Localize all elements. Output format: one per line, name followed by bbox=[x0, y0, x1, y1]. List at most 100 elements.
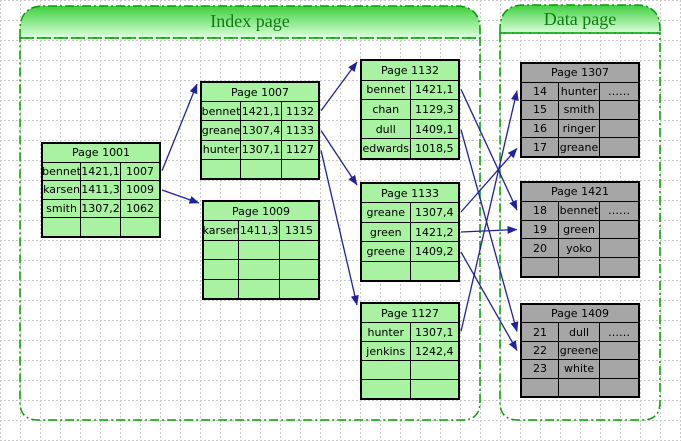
table-cell bbox=[238, 260, 279, 279]
table-cell: green bbox=[558, 220, 599, 239]
table-cell: 1242,4 bbox=[409, 342, 459, 360]
table-cell: greene bbox=[366, 244, 406, 258]
table-cell bbox=[80, 218, 120, 236]
table-cell bbox=[599, 119, 638, 138]
index-page-tab bbox=[19, 5, 481, 39]
table-cell: smith bbox=[46, 202, 77, 216]
table-cell bbox=[204, 241, 238, 259]
table-cell: 14 bbox=[533, 84, 548, 98]
table-row: 15 smith bbox=[522, 100, 638, 119]
table-cell: 18 bbox=[533, 204, 548, 218]
table-cell: 1127 bbox=[280, 140, 318, 159]
table-cell: 20 bbox=[533, 241, 548, 255]
table-cell: bennet bbox=[558, 201, 599, 220]
table-cell: 1307,1 bbox=[409, 323, 459, 341]
table-cell bbox=[599, 341, 638, 360]
table-cell: …… bbox=[599, 323, 638, 341]
table-cell: 1421,1 bbox=[409, 80, 459, 100]
index-page-container bbox=[19, 37, 481, 421]
table-row bbox=[204, 278, 318, 299]
table-cell bbox=[43, 218, 80, 236]
table-cell bbox=[599, 258, 638, 276]
table-cell: 17 bbox=[533, 140, 548, 154]
table-cell: 1129,3 bbox=[409, 100, 459, 119]
table-cell bbox=[558, 258, 599, 276]
table-cell: yoko bbox=[558, 239, 599, 258]
table-cell: 15 bbox=[533, 103, 548, 117]
table-cell bbox=[599, 360, 638, 378]
table-row bbox=[362, 260, 459, 281]
table-title: Page 1001 bbox=[71, 146, 131, 160]
table-cell bbox=[279, 260, 318, 279]
table-cell: 1315 bbox=[279, 221, 318, 240]
table-cell: greane bbox=[202, 124, 240, 137]
table-cell: hunter bbox=[367, 325, 405, 339]
table-cell: 1421,1 bbox=[240, 102, 281, 121]
table-cell: 22 bbox=[533, 344, 548, 358]
data-page-tab bbox=[499, 4, 661, 34]
table-row bbox=[362, 360, 458, 379]
table-cell bbox=[409, 261, 459, 281]
table-cell: 1132 bbox=[280, 102, 318, 121]
table-cell bbox=[558, 378, 599, 397]
table-cell: 1411,3 bbox=[238, 221, 279, 240]
table-cell bbox=[204, 280, 238, 298]
table-title: Page 1133 bbox=[380, 186, 440, 200]
table-title: Page 1421 bbox=[550, 185, 610, 199]
table-cell bbox=[238, 279, 279, 299]
table-cell bbox=[280, 159, 318, 179]
table-cell: smith bbox=[558, 101, 599, 119]
table-cell bbox=[599, 101, 638, 119]
table-cell: greane bbox=[558, 138, 599, 156]
table-cell: 1421,1 bbox=[80, 162, 120, 181]
table-cell: 1133 bbox=[280, 121, 318, 140]
table-cell bbox=[362, 380, 410, 398]
table-cell bbox=[409, 361, 459, 379]
table-cell: green bbox=[369, 225, 402, 239]
table-cell: 1007 bbox=[120, 162, 159, 181]
table-cell: 1409,1 bbox=[409, 119, 459, 139]
data-page-panel-label: Data page bbox=[543, 9, 617, 29]
table-title: Page 1009 bbox=[231, 204, 291, 218]
table-cell: 1307,2 bbox=[80, 199, 120, 218]
table-cell bbox=[599, 138, 638, 156]
table-cell: 1009 bbox=[120, 181, 159, 199]
table-row bbox=[43, 217, 159, 236]
table-cell: 1411,3 bbox=[80, 181, 120, 199]
table-row bbox=[202, 158, 318, 179]
table-cell: white bbox=[558, 360, 599, 378]
table-cell bbox=[599, 239, 638, 258]
table-cell bbox=[362, 262, 410, 280]
table-cell bbox=[522, 379, 558, 396]
table-cell: greane bbox=[366, 206, 405, 220]
table-row bbox=[362, 379, 458, 398]
table-cell: 1307,1 bbox=[240, 140, 281, 159]
